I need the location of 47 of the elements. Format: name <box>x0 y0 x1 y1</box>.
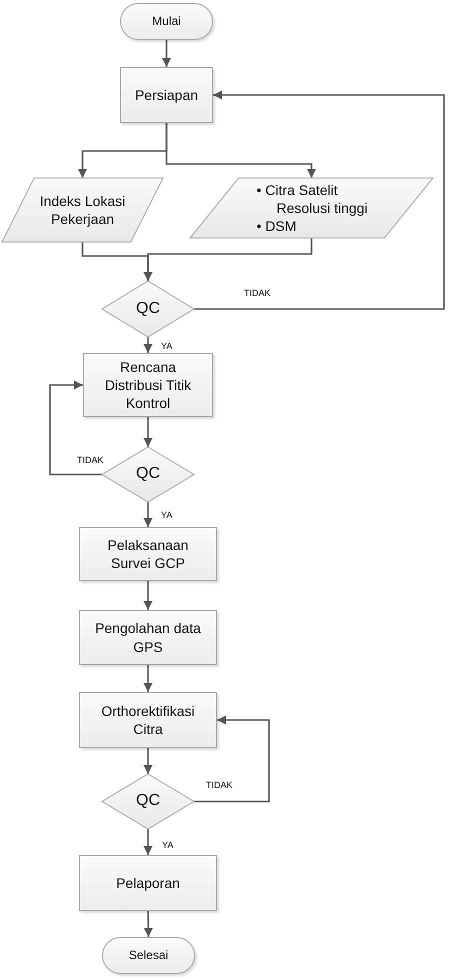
arrow <box>144 665 152 692</box>
edge-label: TIDAK <box>76 455 105 465</box>
arrow <box>144 502 152 527</box>
edge-label: TIDAK <box>243 288 272 298</box>
arrow <box>144 337 152 353</box>
process-box <box>79 610 217 665</box>
node-text: QC <box>135 791 161 812</box>
node-text: QC <box>135 464 161 484</box>
arrow <box>144 417 152 447</box>
arrow <box>144 910 153 938</box>
process-box <box>120 67 213 123</box>
arrow <box>144 829 152 855</box>
decision-diamond <box>102 281 194 337</box>
arrow <box>166 123 316 178</box>
arrow <box>144 581 152 610</box>
node-text: Selesai <box>128 948 170 964</box>
node-text: Indeks Lokasi Pekerjaan <box>38 192 126 228</box>
node-text: Orthorektifikasi Citra <box>100 702 196 738</box>
node-text: Persiapan <box>134 86 200 104</box>
arrow <box>144 748 152 774</box>
edge-label: TIDAK <box>205 780 234 790</box>
decision-diamond <box>102 774 194 829</box>
terminal-shape <box>120 3 213 40</box>
node-text: Pelaporan <box>115 874 181 892</box>
edge-label: YA <box>161 840 174 850</box>
data-parallelogram <box>190 178 433 238</box>
arrow <box>194 716 270 802</box>
edge-label: YA <box>160 510 174 520</box>
bullet-item: • Citra Satelit Resolusi tinggi <box>256 180 369 218</box>
process-box <box>79 692 217 748</box>
decision-diamond <box>102 447 194 502</box>
process-box <box>79 855 217 911</box>
arrow <box>49 380 102 476</box>
edge-label: YA <box>160 341 174 351</box>
process-box <box>79 527 217 581</box>
node-text: Mulai <box>151 14 182 30</box>
node-text: QC <box>135 298 161 319</box>
node-text: Rencana Distribusi Titik Kontrol <box>104 358 192 412</box>
terminal-shape <box>102 937 195 974</box>
data-parallelogram <box>2 178 163 242</box>
arrow <box>194 90 445 310</box>
arrow <box>144 238 312 281</box>
arrow <box>162 40 171 67</box>
process-box <box>83 353 213 417</box>
node-text: Pengolahan data GPS <box>94 619 202 656</box>
node-text: Pelaksanaan Survei GCP <box>106 536 190 572</box>
bullet-item: • DSM <box>256 217 298 236</box>
